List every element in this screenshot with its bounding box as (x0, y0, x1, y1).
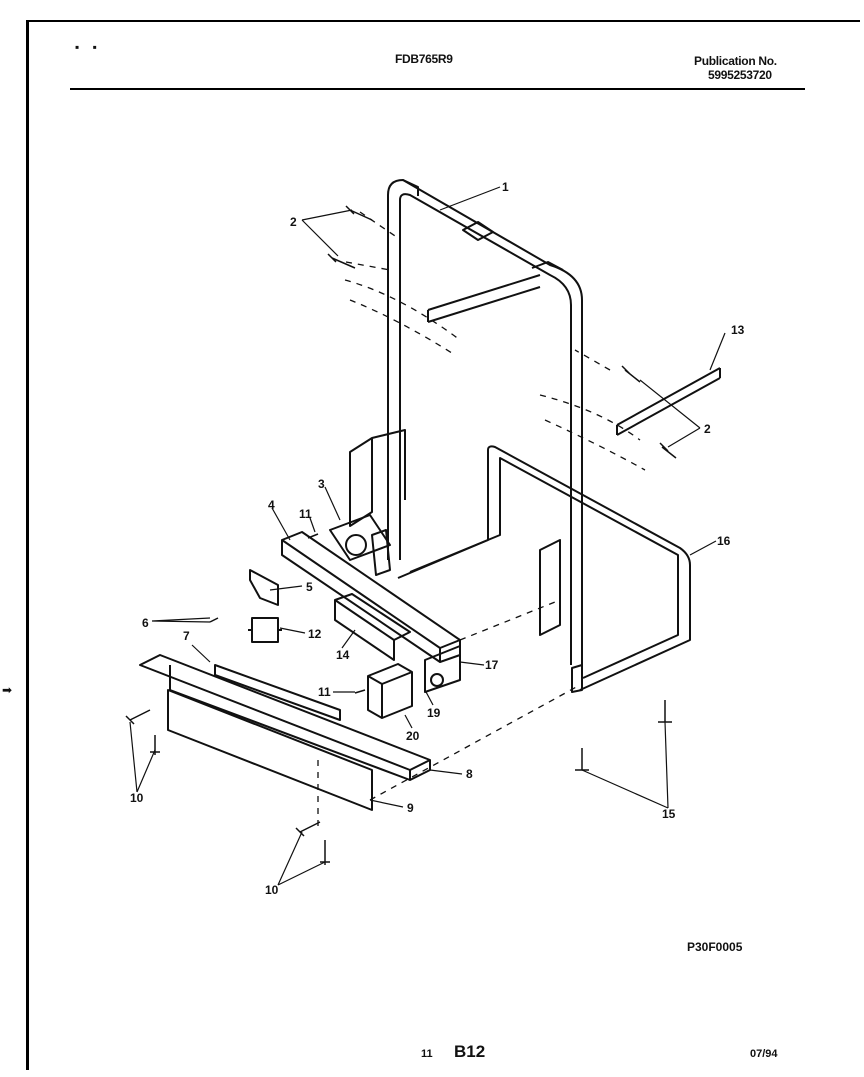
callout-6: 6 (142, 616, 149, 630)
callout-10-bottom: 10 (265, 883, 279, 897)
module-part (334, 593, 411, 661)
scan-marks: ▪ ▪ (75, 40, 97, 54)
base-frame-part (397, 445, 691, 693)
callout-12: 12 (308, 627, 322, 641)
diagram-code: P30F0005 (687, 940, 743, 954)
kick-panel-part (167, 689, 373, 811)
callout-17: 17 (485, 658, 499, 672)
callout-11-bottom: 11 (318, 685, 331, 699)
clip-part (249, 569, 279, 606)
side-rail-part (616, 367, 721, 436)
callout-15: 15 (662, 807, 676, 821)
callout-8: 8 (466, 767, 473, 781)
callout-20: 20 (406, 729, 420, 743)
dashed-leaders (317, 211, 646, 830)
callout-3: 3 (318, 477, 325, 491)
callout-1: 1 (502, 180, 509, 194)
callout-9: 9 (407, 801, 414, 815)
right-bracket-part (539, 539, 561, 636)
callout-leaders (129, 186, 726, 886)
callout-7: 7 (183, 629, 190, 643)
section-label: B12 (454, 1042, 486, 1061)
callout-4: 4 (268, 498, 275, 512)
toe-plate-part (139, 654, 431, 781)
callout-16: 16 (717, 534, 731, 548)
callout-labels: 1 2 2 13 3 4 11 5 6 12 14 7 11 17 19 20 … (130, 180, 745, 897)
callout-19: 19 (427, 706, 441, 720)
callout-2-right: 2 (704, 422, 711, 436)
relay-part (367, 663, 413, 719)
callout-10-left: 10 (130, 791, 144, 805)
callout-2-top: 2 (290, 215, 297, 229)
callout-14: 14 (336, 648, 350, 662)
model-number: FDB765R9 (395, 52, 453, 66)
page-number: 11 (421, 1048, 433, 1060)
publication-number: 5995253720 (708, 68, 772, 82)
strip-part (214, 664, 341, 721)
callout-11-top: 11 (299, 507, 312, 521)
header-rule (70, 88, 805, 90)
motor-assembly-part (329, 514, 391, 576)
publication-label: Publication No. (694, 54, 777, 68)
mount-plate-part (424, 645, 461, 693)
revision-date: 07/94 (750, 1048, 778, 1060)
callout-13: 13 (731, 323, 745, 337)
screws (125, 205, 677, 865)
frame-part (387, 179, 583, 665)
edge-mark: ➡ (2, 683, 13, 697)
callout-5: 5 (306, 580, 313, 594)
switch-part (248, 617, 282, 643)
page-border (26, 20, 860, 1070)
upper-bracket-part (349, 429, 406, 527)
